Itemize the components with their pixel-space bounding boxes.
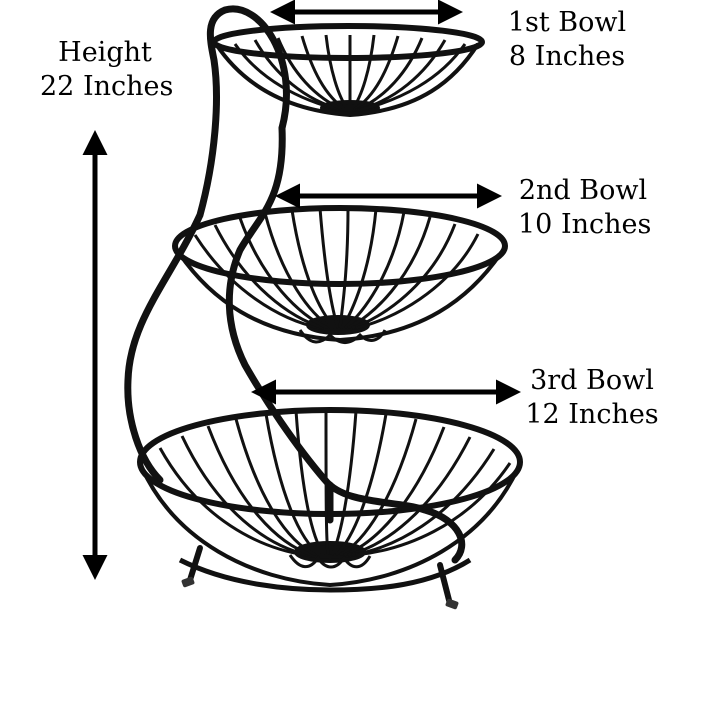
bowl-2-label: 2nd Bowl 10 Inches [518,174,652,242]
bowl-3-basket [137,407,523,593]
height-label: Height 22 Inches [40,36,174,104]
bowl-1-basket [211,23,485,118]
bowl-2-basket [172,205,508,344]
bowl-2-title: 2nd Bowl [518,175,648,206]
stand-foot-caps [181,576,459,610]
dimension-arrows [82,0,521,580]
bowl-3-size: 12 Inches [525,399,659,430]
stand-feet [187,545,453,607]
bowl-2-size: 10 Inches [518,209,652,240]
bowl-3-title: 3rd Bowl [530,365,654,396]
bowl-3-label: 3rd Bowl 12 Inches [522,364,662,432]
bowl-1-label: 1st Bowl 8 Inches [502,6,632,74]
bowl-1-size: 8 Inches [508,41,626,72]
bowl-1-title: 1st Bowl [507,7,627,38]
height-title: Height [58,37,152,68]
height-value: 22 Inches [40,71,174,102]
